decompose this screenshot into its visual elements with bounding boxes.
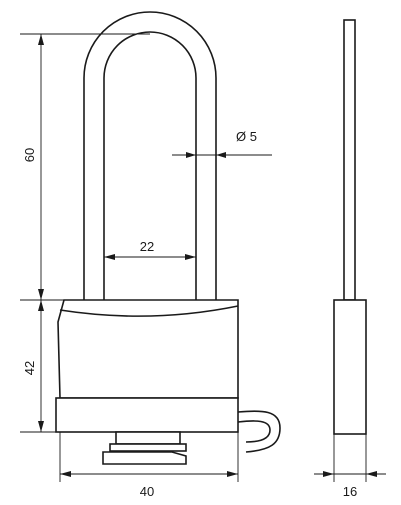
key xyxy=(102,451,187,465)
security-cable xyxy=(237,410,281,453)
dim-label-shackle-height: 60 xyxy=(22,148,37,162)
side-shackle xyxy=(343,19,356,301)
shackle-outline xyxy=(83,11,217,300)
dim-label-shackle-inner-width: 22 xyxy=(140,239,154,254)
padlock-body xyxy=(57,299,239,399)
front-view xyxy=(55,11,281,465)
dim-label-body-height: 42 xyxy=(22,361,37,375)
key-cylinder xyxy=(115,431,181,445)
dimension-lines xyxy=(20,33,386,482)
key-cylinder-ring xyxy=(109,443,187,452)
body-bottom-plate xyxy=(55,397,239,433)
dim-label-body-thickness: 16 xyxy=(343,484,357,499)
dim-label-body-width: 40 xyxy=(140,484,154,499)
body-top-curve xyxy=(59,305,239,317)
side-body xyxy=(333,299,367,435)
dimension-labels: 60 42 Ø 5 22 40 16 xyxy=(22,129,357,499)
dim-label-shackle-diameter: Ø 5 xyxy=(236,129,257,144)
side-view xyxy=(333,19,367,435)
